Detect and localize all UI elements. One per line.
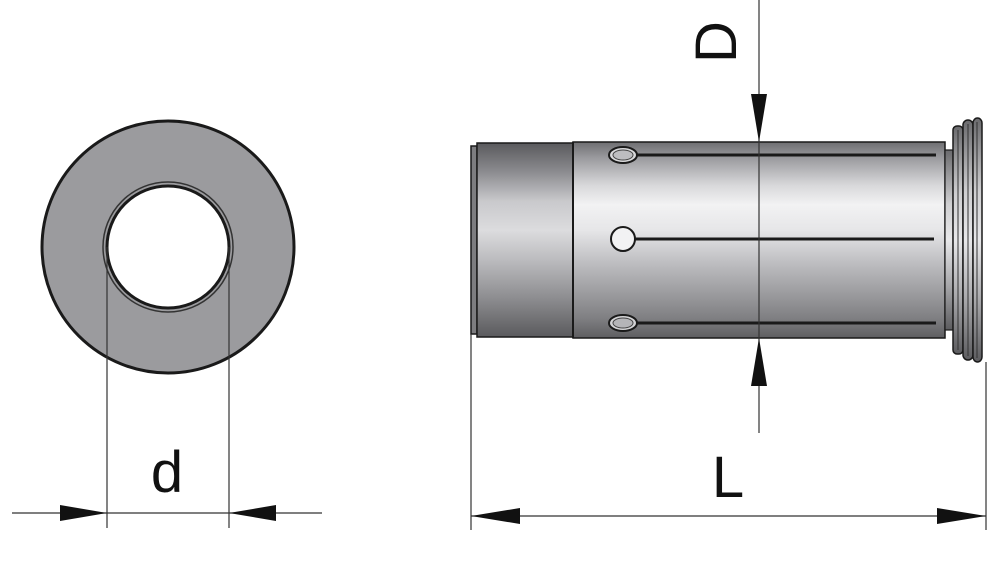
end-view: d bbox=[12, 119, 322, 528]
D-arrow-bottom bbox=[751, 338, 767, 386]
d-arrow-left bbox=[60, 505, 107, 521]
D-arrow-top bbox=[751, 94, 767, 142]
inner-bore bbox=[105, 184, 231, 310]
L-arrow-right bbox=[937, 508, 986, 524]
L-arrow-left bbox=[471, 508, 520, 524]
slot-hole-middle bbox=[610, 226, 636, 252]
inner-chamfer bbox=[102, 181, 234, 313]
front-sleeve bbox=[476, 142, 574, 338]
length-label: L bbox=[712, 445, 744, 510]
slot-hole-bottom-inner bbox=[612, 317, 634, 329]
rear-groove bbox=[944, 149, 954, 331]
front-edge bbox=[470, 145, 478, 335]
side-view: D L bbox=[470, 0, 987, 530]
inner-diameter-label: d bbox=[151, 440, 183, 505]
slot-hole-top-inner bbox=[612, 149, 634, 161]
outer-diameter-label: D bbox=[684, 21, 749, 63]
d-arrow-right bbox=[229, 505, 276, 521]
